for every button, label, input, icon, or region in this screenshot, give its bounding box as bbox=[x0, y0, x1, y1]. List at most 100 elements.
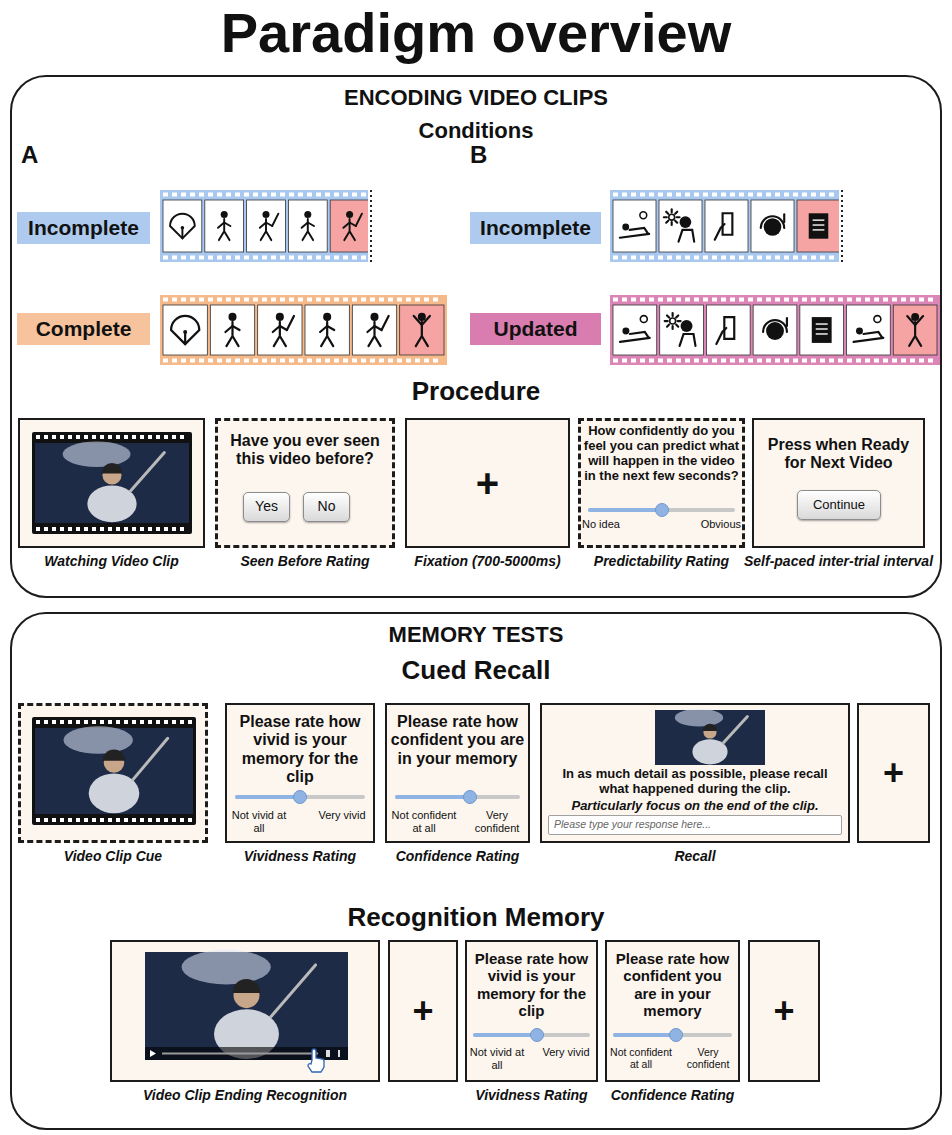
sprocket-hole bbox=[433, 359, 438, 363]
sprocket-hole bbox=[721, 256, 726, 260]
sprocket-hole bbox=[190, 193, 195, 197]
sprocket-hole bbox=[658, 298, 663, 302]
sprocket-hole bbox=[226, 256, 231, 260]
pictogram bbox=[763, 320, 787, 332]
sprocket-hole bbox=[811, 298, 816, 302]
node-text: Please rate how vivid is your memory for… bbox=[231, 713, 369, 787]
sprocket-hole bbox=[226, 359, 231, 363]
pictogram bbox=[816, 323, 828, 324]
sprocket-hole bbox=[298, 193, 303, 197]
film-frame bbox=[210, 305, 254, 355]
pictogram bbox=[680, 216, 692, 228]
pictogram bbox=[863, 332, 882, 338]
sprocket-hole bbox=[289, 256, 294, 260]
sprocket-hole bbox=[802, 359, 807, 363]
section-label: Cued Recall bbox=[0, 656, 952, 686]
node-text: Press when Ready for Next Video bbox=[758, 436, 919, 473]
text-slot: Video Clip Cue bbox=[6, 848, 220, 864]
text-slot: How confidently do you feel you can pred… bbox=[582, 424, 741, 484]
text-slot: Please rate how vivid is your memory for… bbox=[470, 950, 593, 1019]
text-slot: Please rate how confident you are in you… bbox=[610, 950, 735, 1019]
sprocket-hole bbox=[116, 435, 120, 439]
strip-end bbox=[839, 189, 845, 263]
sprocket-hole bbox=[910, 359, 915, 363]
sprocket-hole bbox=[613, 193, 618, 197]
text-slot: No idea bbox=[582, 518, 646, 531]
film-frame bbox=[205, 200, 244, 252]
sprocket-hole bbox=[334, 256, 339, 260]
sprocket-hole bbox=[694, 359, 699, 363]
sprocket-hole bbox=[36, 720, 40, 724]
text-slot: Vividness Rating bbox=[213, 848, 387, 864]
sprocket-hole bbox=[694, 193, 699, 197]
text-slot: Not confident at all bbox=[387, 809, 461, 834]
pictogram bbox=[221, 211, 228, 218]
pictogram bbox=[675, 221, 677, 223]
pictogram bbox=[170, 214, 195, 239]
node-text: No bbox=[304, 499, 349, 514]
text-slot: Incomplete bbox=[17, 216, 150, 239]
pictogram bbox=[680, 334, 696, 346]
pictogram bbox=[666, 221, 668, 223]
sprocket-hole bbox=[208, 256, 213, 260]
sprocket-hole bbox=[244, 193, 249, 197]
sprocket-hole bbox=[44, 435, 48, 439]
sprocket-hole bbox=[775, 359, 780, 363]
sprocket-hole bbox=[140, 527, 144, 531]
slider-track bbox=[397, 795, 518, 799]
sprocket-hole bbox=[148, 720, 152, 724]
sprocket-hole bbox=[910, 298, 915, 302]
sprocket-hole bbox=[217, 298, 222, 302]
slider-knob bbox=[464, 791, 477, 804]
sprocket-hole bbox=[892, 298, 897, 302]
pictogram bbox=[816, 328, 828, 329]
sprocket-hole bbox=[883, 359, 888, 363]
sprocket-hole bbox=[132, 818, 136, 822]
text-slot: Not vivid at all bbox=[467, 1046, 527, 1071]
screen-caption: Video Clip Cue bbox=[6, 848, 220, 864]
bat bbox=[133, 738, 168, 779]
sprocket-hole bbox=[76, 818, 80, 822]
sprocket-hole bbox=[361, 193, 366, 197]
player-cap bbox=[102, 463, 123, 473]
node-text: Yes bbox=[244, 499, 289, 514]
text-slot: Seen Before Rating bbox=[203, 553, 407, 569]
sprocket-hole bbox=[640, 298, 645, 302]
pictogram bbox=[666, 212, 668, 214]
screen-box: + bbox=[388, 940, 458, 1082]
sprocket-hole bbox=[36, 527, 40, 531]
sprocket-hole bbox=[100, 435, 104, 439]
sprocket-hole bbox=[748, 298, 753, 302]
screen-caption: Predictability Rating bbox=[566, 553, 757, 569]
sprocket-hole bbox=[307, 256, 312, 260]
pictogram bbox=[304, 211, 311, 218]
pictogram bbox=[766, 322, 784, 340]
node-text: + bbox=[859, 755, 928, 791]
pictogram bbox=[665, 320, 668, 322]
sprocket-hole bbox=[217, 256, 222, 260]
pictogram bbox=[676, 325, 678, 327]
sprocket-hole bbox=[188, 818, 192, 822]
film-frame bbox=[797, 200, 840, 252]
pictogram bbox=[218, 222, 230, 227]
pictogram bbox=[813, 224, 825, 225]
node-text: Obvious bbox=[677, 518, 741, 531]
film-frame bbox=[258, 305, 302, 355]
label-slot: Conditions bbox=[0, 118, 952, 143]
label-slot: B bbox=[470, 141, 510, 169]
text-slot: + bbox=[859, 755, 928, 791]
sprocket-hole bbox=[156, 818, 160, 822]
text-slot: Please rate how confident you are in you… bbox=[390, 713, 525, 768]
sprocket-hole bbox=[316, 298, 321, 302]
pictogram bbox=[302, 222, 314, 227]
pictogram bbox=[911, 313, 919, 321]
pictogram bbox=[303, 219, 314, 240]
sprocket-hole bbox=[730, 298, 735, 302]
sprocket-hole bbox=[181, 256, 186, 260]
sprocket-hole bbox=[343, 256, 348, 260]
sprocket-hole bbox=[676, 193, 681, 197]
text-slot: Please type your response here... bbox=[554, 819, 836, 831]
sprocket-hole bbox=[829, 298, 834, 302]
sprocket-hole bbox=[784, 256, 789, 260]
